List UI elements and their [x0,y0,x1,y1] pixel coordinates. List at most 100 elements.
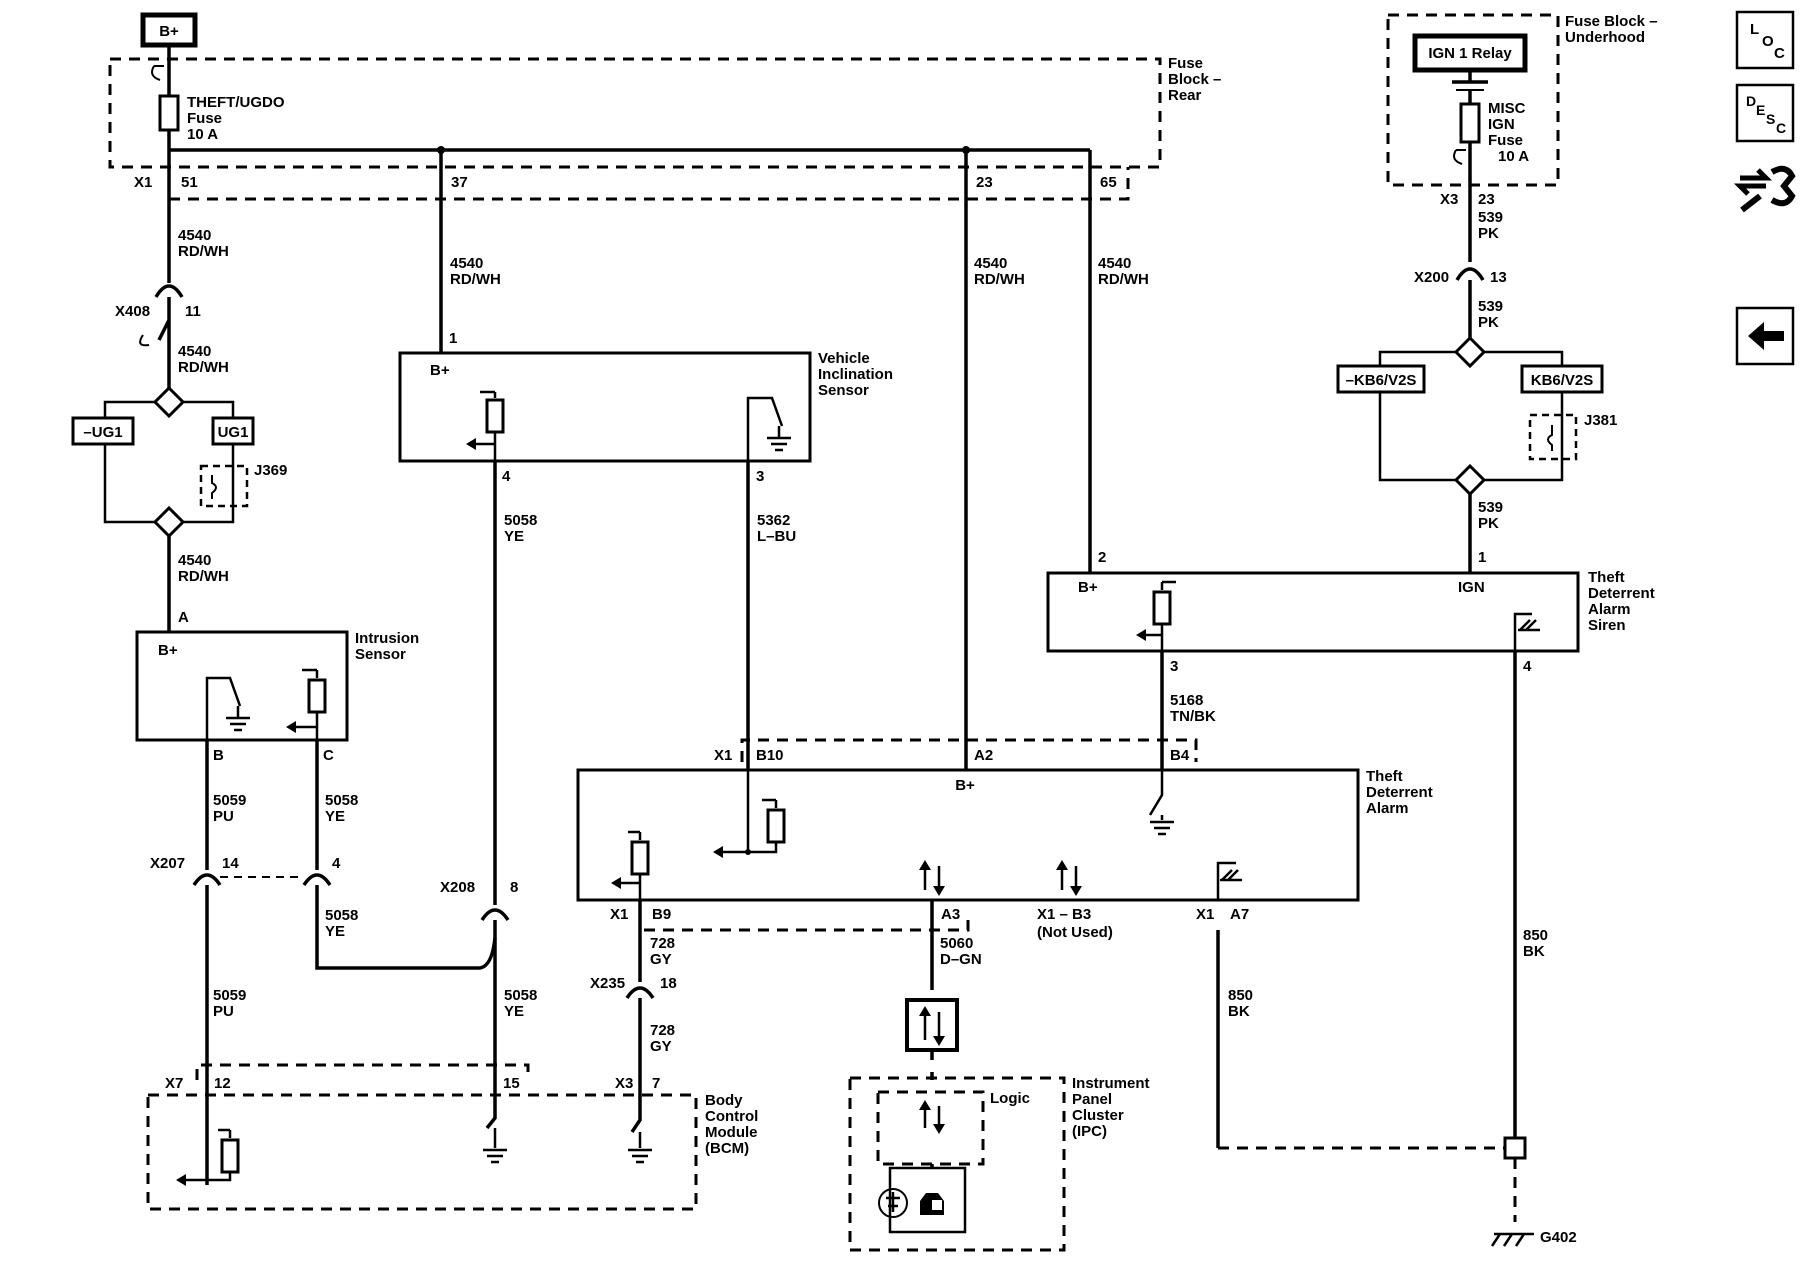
siren-pin-2: 2 [1098,549,1106,566]
alarm-serial-data-b3-arrows [1056,860,1082,896]
wire-728-a-color: GY [650,951,672,968]
j369-jumper-box [199,464,249,508]
alarm-b4-switch-ground-icon [1148,770,1174,836]
underhood-fuse-wire [1452,70,1488,160]
x408-label: X408 [115,303,150,320]
ipc-outline [848,1076,1066,1252]
ign1-relay-label: IGN 1 Relay [1428,45,1512,62]
siren-pin-3: 3 [1170,658,1178,675]
intrusion-switch-ground-icon [205,676,250,740]
incl-bplus: B+ [430,362,450,379]
ipc-logic-data-arrows [919,1100,945,1134]
misc-ign-fuse [1459,102,1481,144]
siren-pullup-resistor-icon [1152,590,1172,626]
intrusion-sensor-title-1: Intrusion [355,630,419,647]
ipc-logic-outline [876,1090,985,1166]
j381-label: J381 [1584,412,1617,429]
wire-5058-c-color: YE [504,1003,524,1020]
fuse-block-underhood-outline [1386,13,1560,187]
desc-letter-e: E [1756,102,1765,118]
alarm-pin-b10: B10 [756,747,784,764]
bcm-outline [146,1093,698,1211]
description-button[interactable]: D E S C [1735,83,1795,143]
bcm-pin15-ground-icon [483,1128,507,1164]
ipc-title-3: Cluster [1072,1107,1124,1124]
service-info-icon[interactable] [1733,165,1796,213]
wire-5168-color: TN/BK [1170,708,1216,725]
bcm-x3-label: X3 [615,1075,633,1092]
pin-23: 23 [976,174,993,191]
wire-728-b-color: GY [650,1038,672,1055]
siren-title-3: Alarm [1588,601,1631,618]
x7-pin-15: 15 [503,1075,520,1092]
option-not-kb6-label: –KB6/V2S [1346,372,1417,389]
bcm-title-2: Control [705,1108,758,1125]
option-splice-diamond-bottom [152,505,186,539]
wire-5058-c-num: 5058 [504,987,537,1004]
alarm-x1-a7-label: X1 [1196,906,1214,923]
wire-4540-incl-color: RD/WH [450,271,501,288]
x1-connector-label: X1 [134,174,152,191]
ipc-logic-label: Logic [990,1090,1030,1107]
wire-4540-b-color: RD/WH [178,359,229,376]
wire-850-alarm-num: 850 [1228,987,1253,1004]
bplus-supply-label: B+ [159,23,179,40]
option-splice-diamond-top [152,385,186,419]
x207-pin-14: 14 [222,855,239,872]
loc-letter-l: L [1750,21,1759,38]
bcm-pin7-ground-icon [628,1132,652,1164]
ground-splice-square [1503,1136,1527,1160]
wire-5058-a-color: YE [325,808,345,825]
option-ug1-label: UG1 [218,424,249,441]
kb6-splice-diamond-top [1453,335,1487,369]
incl-switch-ground-icon [746,396,791,461]
theft-ugdo-fuse-label-3: 10 A [187,126,218,143]
fuse-clip-icon [151,65,164,81]
desc-letter-d: D [1746,93,1756,109]
wire-728-b [630,998,642,1133]
bcm-pin12-resistor-icon [220,1138,240,1174]
alarm-x1-top-connector-line [740,738,1198,762]
bcm-title-3: Module [705,1124,758,1141]
pin-65: 65 [1100,174,1117,191]
wire-4540-c-num: 4540 [178,552,211,569]
intrusion-pin-b: B [213,747,224,764]
kb6-branch-lines [1378,350,1564,366]
wire-5059-b-color: PU [213,1003,234,1020]
serial-data-connector-lines [923,1012,941,1040]
wire-5058-b-num: 5058 [325,907,358,924]
alarm-pin-b9: B9 [652,906,671,923]
wire-4540-b-num: 4540 [178,343,211,360]
x408-hook-icon [139,334,150,347]
underhood-title-1: Fuse Block – [1565,13,1658,30]
wire-539-a-num: 539 [1478,209,1503,226]
option-not-ug1-box [71,416,135,446]
siren-title-1: Theft [1588,569,1625,586]
wire-539-c-color: PK [1478,515,1499,532]
alarm-pin-a2: A2 [974,747,993,764]
x207-label: X207 [150,855,185,872]
underhood-fuse-clip-icon [1453,149,1466,165]
alarm-a7-chassis-ground-icon [1216,861,1242,900]
incl-pullup-resistor-icon [485,398,505,434]
siren-output-arrow-icon [1136,629,1146,641]
alarm-b9-arrow-icon [611,877,621,889]
wire-5059-b-num: 5059 [213,987,246,1004]
back-arrow-button[interactable] [1735,306,1795,366]
intrusion-output-arrow-icon [286,721,296,733]
option-not-ug1-label: –UG1 [83,424,122,441]
underhood-connector: X3 [1440,191,1458,208]
theft-deterrent-siren-box [1046,571,1580,653]
wire-5060-num: 5060 [940,935,973,952]
incl-title-3: Sensor [818,382,869,399]
incl-title-2: Inclination [818,366,893,383]
wire-4540-alarm-color: RD/WH [974,271,1025,288]
siren-pin-4: 4 [1523,658,1532,675]
ipc-title-4: (IPC) [1072,1123,1107,1140]
location-button[interactable]: L O C [1735,10,1795,70]
x208-pin: 8 [510,879,518,896]
alarm-b9-wire [620,830,642,900]
x7-pin-12: 12 [214,1075,231,1092]
alarm-pin-b4: B4 [1170,747,1190,764]
